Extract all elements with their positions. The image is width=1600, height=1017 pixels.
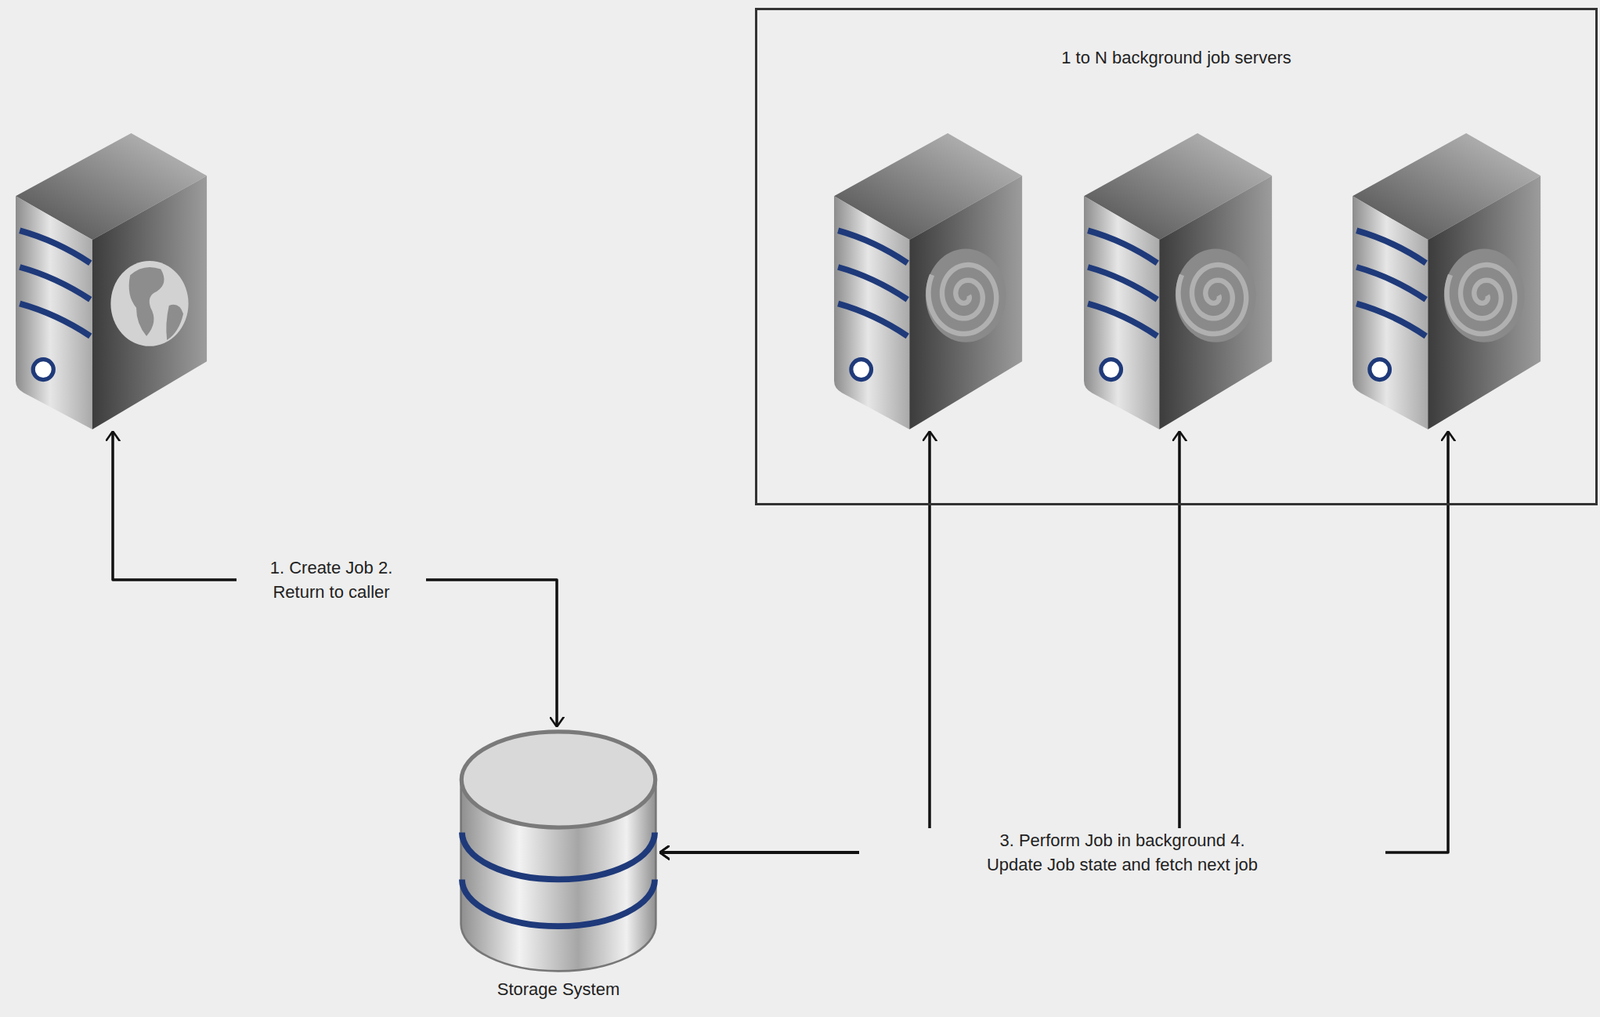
storage-label: Storage System <box>497 978 621 1000</box>
connector-arrow <box>660 431 1180 853</box>
storage-database: Storage System <box>458 728 658 1000</box>
group-title: 1 to N background job servers <box>757 47 1596 69</box>
connector-arrow <box>660 431 1449 853</box>
database-cylinder <box>458 728 658 973</box>
job-server <box>834 133 1026 430</box>
web-server-icon <box>15 133 210 430</box>
job-server <box>1352 133 1544 430</box>
web-server <box>15 133 210 430</box>
edge-label: 3. Perform Job in background 4. Update J… <box>859 827 1386 877</box>
job-server-icon <box>1352 133 1544 430</box>
edge-label: 1. Create Job 2. Return to caller <box>236 555 427 604</box>
job-server-group: 1 to N background job servers <box>754 7 1598 506</box>
job-server <box>1083 133 1275 430</box>
connector-arrow <box>660 431 930 853</box>
job-server-icon <box>834 133 1026 430</box>
job-server-icon <box>1083 133 1275 430</box>
connector-arrow <box>112 431 557 726</box>
